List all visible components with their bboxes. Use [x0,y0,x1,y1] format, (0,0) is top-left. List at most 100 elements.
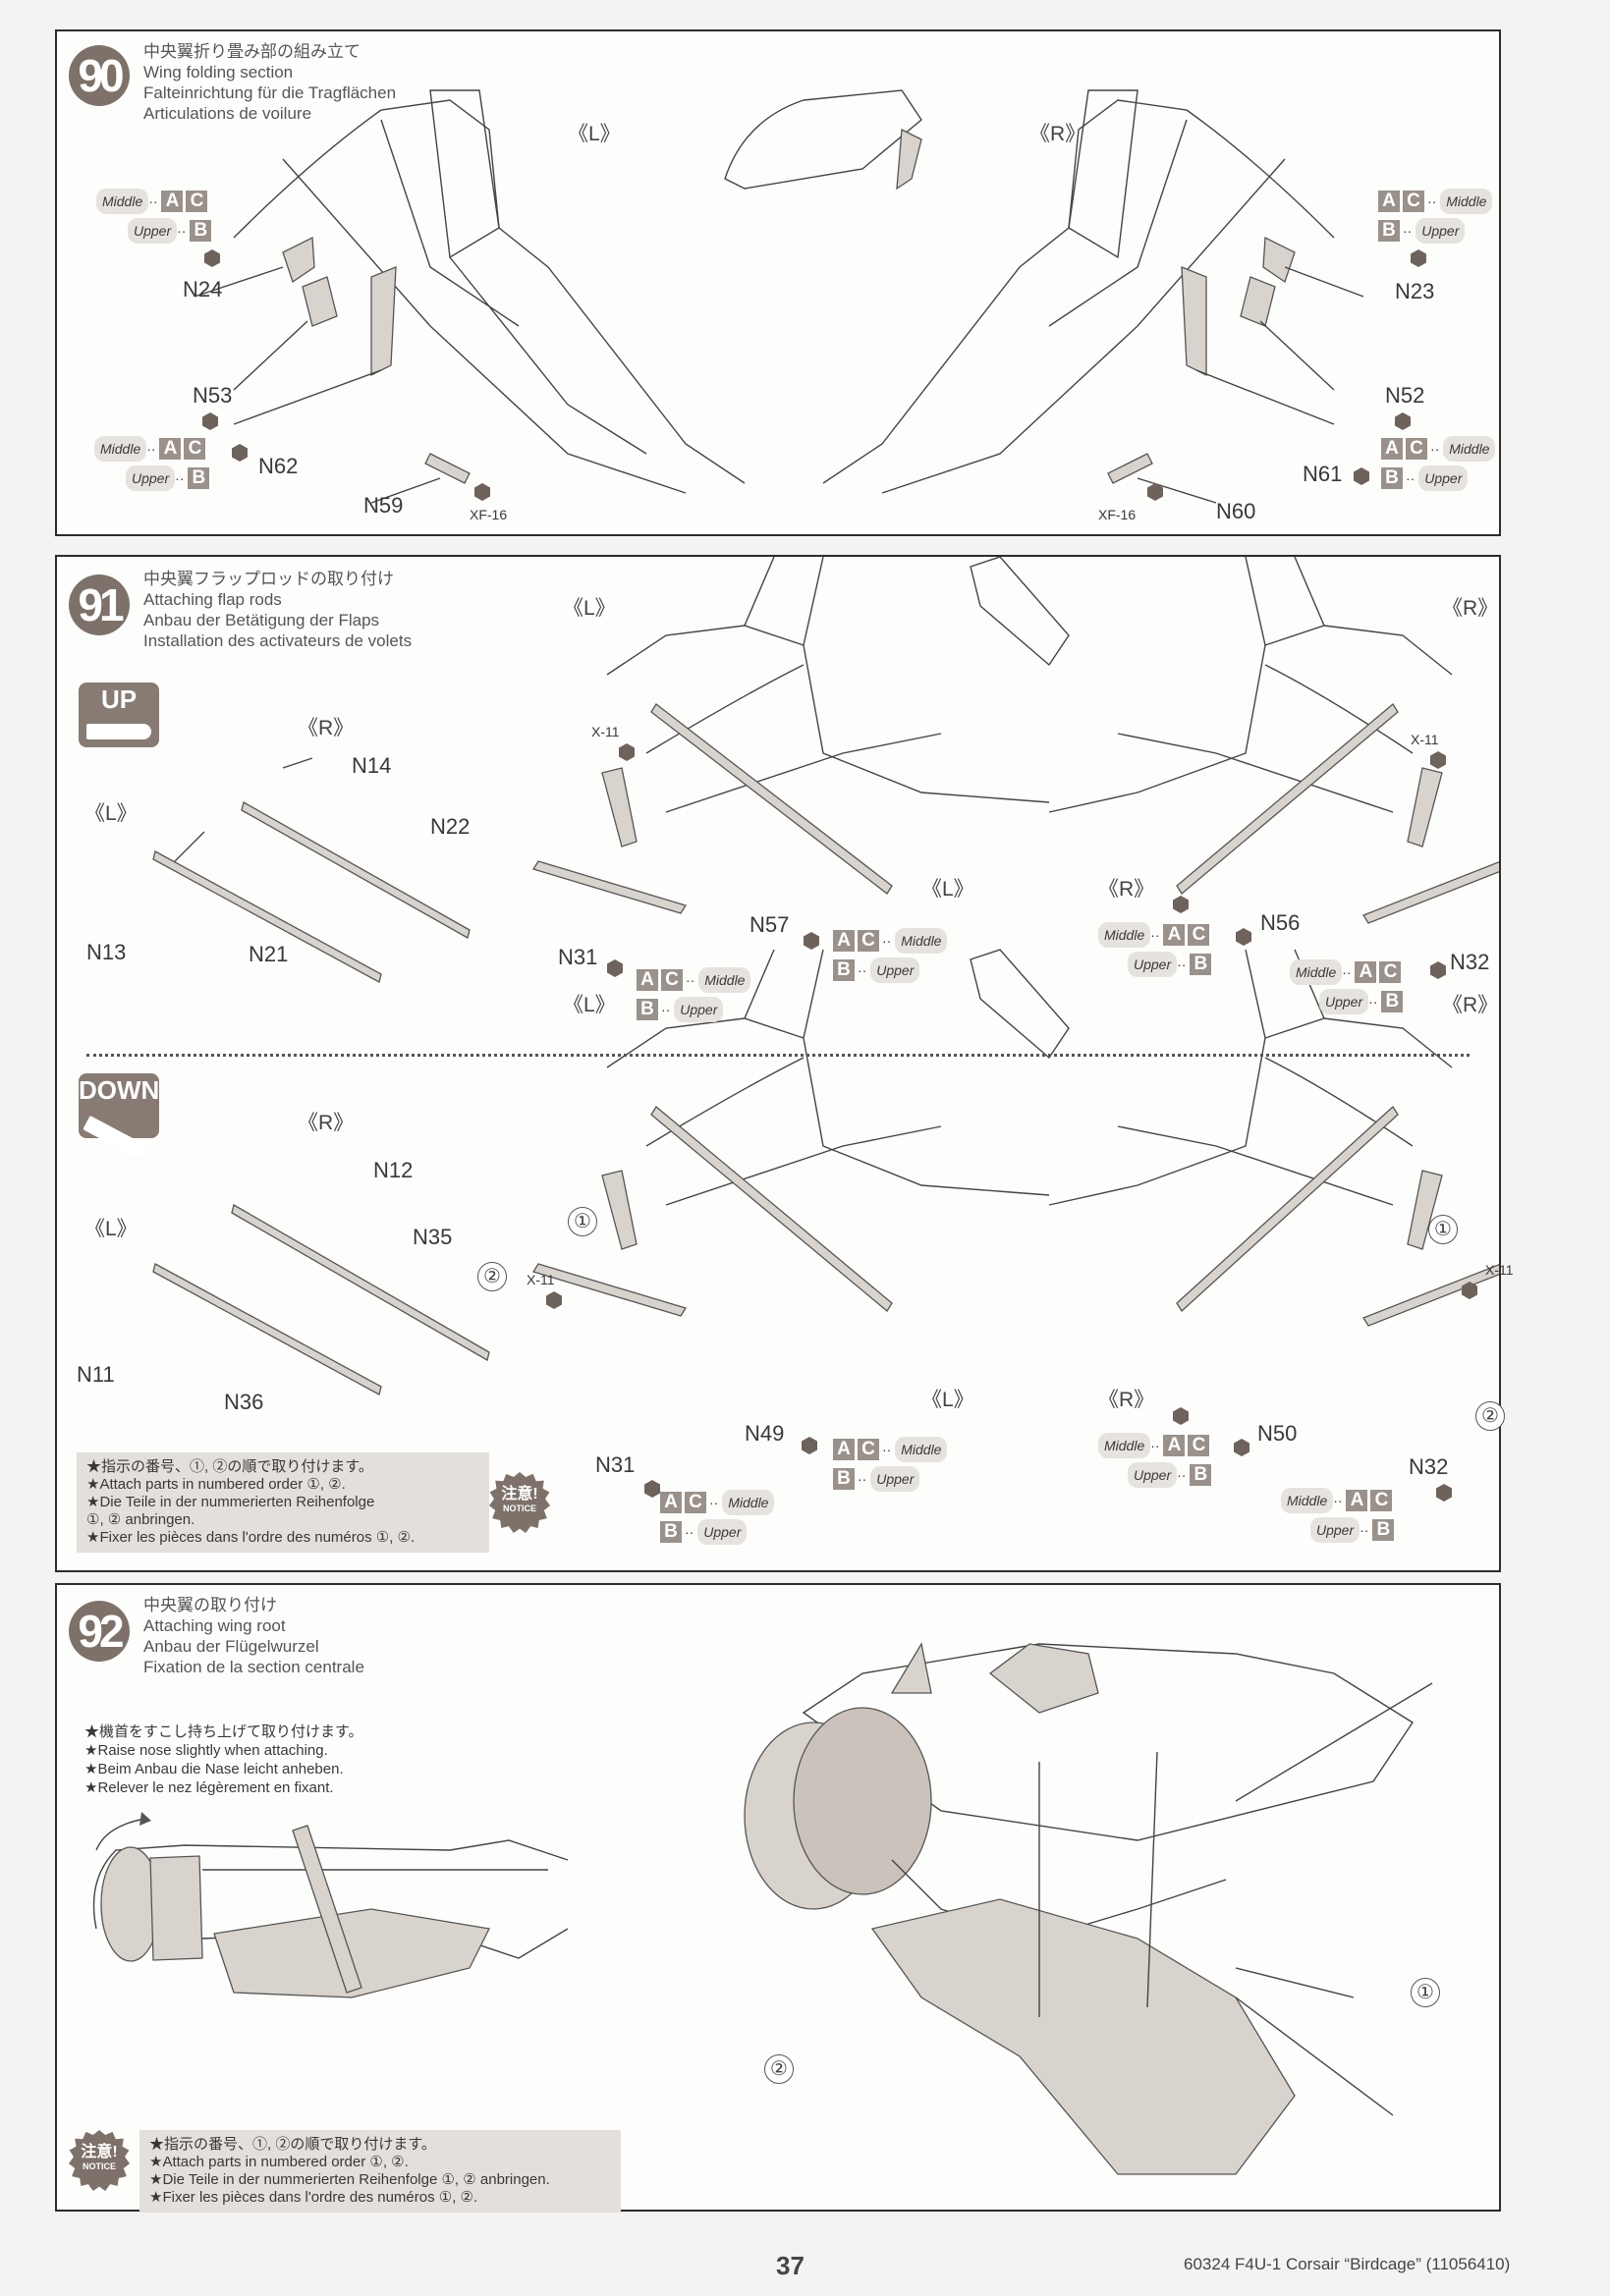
dots: ·· [1368,994,1378,1010]
paint-upper-label: Upper [128,218,178,244]
part-label: N22 [430,814,471,839]
side-right-label: 《R》 [298,1112,355,1134]
paint-middle-label: Middle [895,928,948,954]
notice-seal-jp: 注意! [501,1486,538,1503]
paint-code: XF-16 [1098,507,1137,522]
paint-upper-label: Upper [1128,952,1178,977]
dots: ·· [1150,927,1160,943]
flap-up-label: UP [100,684,138,714]
part-label: N60 [1216,499,1256,523]
side-left-label: 《L》 [921,878,974,901]
paint-upper-label: Upper [674,997,724,1022]
dots: ·· [882,1442,892,1457]
paint-hex-icon [546,1291,562,1309]
side-left-label: 《L》 [921,1389,974,1411]
step-number-badge: 92 [69,1601,130,1662]
paint-box-c: C [858,1439,879,1460]
flap-down-label: DOWN [79,1075,160,1105]
paint-box-a: A [833,930,855,952]
paint-hex-icon [232,444,248,462]
paint-box-c: C [1370,1490,1393,1511]
paint-hex-icon [204,249,220,267]
part-label: N21 [249,942,289,966]
paint-box-b: B [833,1468,855,1490]
title-en: Wing folding section [143,63,294,82]
dots: ·· [858,962,867,978]
notice-line: ★Attach parts in numbered order ①, ②. [149,2154,409,2170]
paint-callout-upper: Upper·· B [126,465,212,491]
dots: ·· [709,1495,719,1510]
side-left-label: 《L》 [563,597,616,620]
step-number-badge: 90 [69,45,130,106]
paint-upper-label: Upper [870,957,920,983]
paint-upper-label: Upper [697,1519,748,1545]
paint-hex-icon [1234,1439,1249,1456]
paint-hex-icon [804,932,819,950]
notice-seal-jp: 注意! [81,2144,118,2160]
paint-middle-label: Middle [1440,189,1493,214]
part-label: N35 [413,1225,453,1249]
side-right-label: 《R》 [1098,1389,1155,1411]
step-92-panel: 92 中央翼の取り付け Attaching wing root Anbau de… [55,1583,1501,2213]
paint-middle-label: Middle [895,1437,948,1462]
part-label: N13 [86,940,127,964]
paint-box-c: C [1379,961,1402,983]
paint-box-a: A [833,1439,855,1460]
paint-callout-upper: Upper·· B [1310,1517,1397,1543]
step-number-badge: 91 [69,574,130,635]
paint-box-c: C [184,438,206,460]
paint-hex-icon [1236,928,1251,946]
paint-hex-icon [1147,483,1163,501]
side-right-label: 《R》 [298,717,355,739]
step-90-panel: 90 中央翼折り畳み部の組み立て Wing folding section Fa… [55,29,1501,536]
title-de: Anbau der Flügelwurzel [143,1637,319,1656]
dots: ·· [177,223,187,239]
paint-box-a: A [1163,1435,1186,1456]
title-en: Attaching flap rods [143,590,282,609]
part-label: N23 [1395,279,1435,303]
paint-upper-label: Upper [1418,465,1469,491]
paint-hex-icon [1430,751,1446,769]
section-divider [86,1054,1470,1057]
title-jp: 中央翼折り畳み部の組み立て [143,42,361,61]
paint-middle-label: Middle [1443,436,1496,462]
order-marker-1: ① [1428,1215,1458,1244]
side-right-label: 《R》 [1442,994,1499,1016]
part-label: N32 [1409,1454,1449,1479]
part-label: N49 [745,1421,785,1446]
paint-box-a: A [159,438,182,460]
part-label: N32 [1450,950,1490,974]
flap-rod-illustration [152,557,1499,1395]
dots: ·· [1333,1493,1343,1508]
paint-box-b: B [1381,467,1403,489]
part-label: N31 [558,945,598,969]
dots: ·· [1150,1438,1160,1453]
paint-hex-icon [1173,1407,1189,1425]
title-de: Anbau der Betätigung der Flaps [143,611,380,629]
flap-down-icon: DOWN [79,1073,160,1161]
notice-line: ★指示の番号、①, ②の順で取り付けます。 [86,1458,373,1475]
side-left-label: 《L》 [568,123,621,145]
paint-box-a: A [1355,961,1377,983]
paint-box-a: A [660,1492,682,1513]
paint-middle-label: Middle [96,189,149,214]
paint-hex-icon [1430,961,1446,979]
dots: ·· [858,1471,867,1487]
order-marker-1: ① [1411,1978,1440,2007]
notice-line: ①, ② anbringen. [86,1511,195,1528]
notice-seal-en: NOTICE [502,1503,536,1513]
paint-upper-label: Upper [870,1466,920,1492]
paint-hex-icon [619,743,635,761]
step-title: 中央翼フラップロッドの取り付け Attaching flap rods Anba… [143,569,412,651]
notice-box: ★指示の番号、①, ②の順で取り付けます。 ★Attach parts in n… [139,2130,621,2213]
paint-box-a: A [161,191,184,212]
paint-box-c: C [858,930,879,952]
order-marker-2: ② [764,2054,794,2084]
notice-line: ★Die Teile in der nummerierten Reihenfol… [86,1494,375,1510]
wing-fold-illustration [194,89,1364,504]
